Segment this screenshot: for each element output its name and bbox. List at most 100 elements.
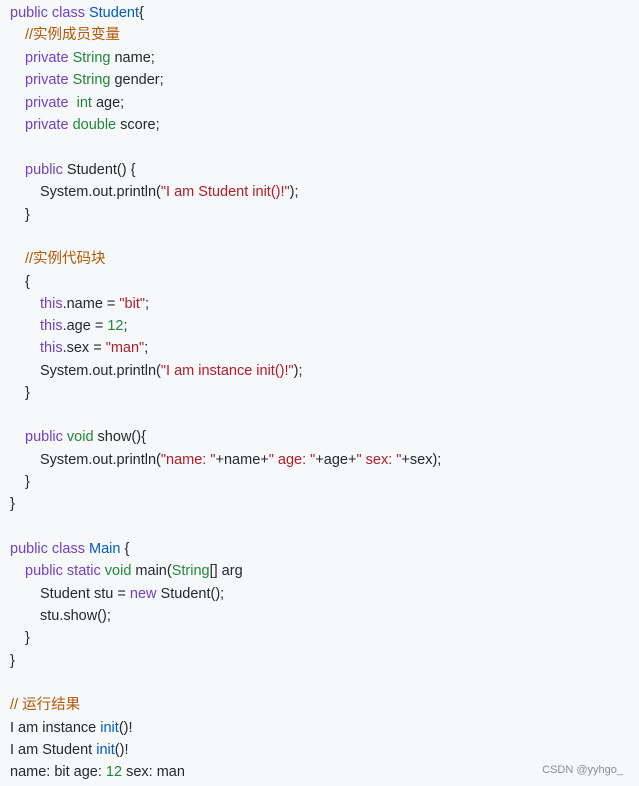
code-text: Student(); [156, 586, 225, 602]
code-line: private String name; [25, 49, 155, 67]
type: void [66, 429, 94, 445]
number: 12 [105, 764, 123, 780]
keyword: public class [10, 5, 89, 21]
code-line: public class Student{ [10, 4, 144, 22]
string: " sex: " [356, 452, 402, 468]
comment: //实例代码块 [25, 251, 106, 267]
code-line: System.out.println("I am instance init()… [40, 362, 303, 380]
string: "man" [105, 340, 145, 356]
code-text: } [10, 496, 15, 512]
keyword: private [25, 117, 73, 133]
code-line: // 运行结果 [10, 696, 80, 714]
code-text: .sex = [62, 340, 106, 356]
code-text: ()! [114, 742, 129, 758]
code-text: name; [110, 50, 155, 66]
code-text: System.out.println( [40, 452, 161, 468]
code-line: public static void main(String[] arg [25, 562, 243, 580]
code-line: //实例成员变量 [25, 26, 120, 44]
type: double [72, 117, 117, 133]
code-text: +age+ [315, 452, 357, 468]
keyword: this [40, 296, 63, 312]
keyword: new [129, 586, 157, 602]
type: int [76, 95, 92, 111]
code-line: } [10, 495, 15, 513]
code-line: private double score; [25, 116, 160, 134]
code-text: .name = [62, 296, 120, 312]
code-text: ; [144, 340, 149, 356]
code-line: } [25, 206, 30, 224]
code-line: public Student() { [25, 161, 135, 179]
code-text: } [10, 653, 15, 669]
code-text: age; [91, 95, 125, 111]
code-line: private String gender; [25, 71, 164, 89]
type: String [72, 50, 111, 66]
code-text: System.out.println( [40, 184, 161, 200]
code-text: ; [123, 318, 128, 334]
code-line: System.out.println("name: "+name+" age: … [40, 451, 441, 469]
code-text: ); [293, 363, 303, 379]
code-line: //实例代码块 [25, 250, 106, 268]
code-line: I am instance init()! [10, 719, 133, 737]
watermark: CSDN @yyhgo_ [542, 764, 623, 776]
keyword: public [25, 162, 67, 178]
code-text: { [120, 541, 130, 557]
code-text: Student stu = [40, 586, 130, 602]
string: "bit" [119, 296, 146, 312]
code-line: } [25, 384, 30, 402]
code-line: } [25, 629, 30, 647]
code-text: gender; [110, 72, 164, 88]
code-line: public class Main { [10, 540, 129, 558]
keyword: this [40, 340, 63, 356]
string: " age: " [268, 452, 316, 468]
string: "I am instance init()!" [160, 363, 294, 379]
code-text: show(){ [93, 429, 146, 445]
code-text: +sex); [401, 452, 442, 468]
code-text: } [25, 385, 30, 401]
code-line: } [10, 652, 15, 670]
code-line: this.sex = "man"; [40, 339, 148, 357]
code-text: } [25, 630, 30, 646]
code-text: score; [116, 117, 160, 133]
class-name: Student [88, 5, 139, 21]
code-text: main( [131, 563, 172, 579]
code-text: } [25, 474, 30, 490]
code-text: } [25, 207, 30, 223]
code-text: init [96, 742, 115, 758]
code-line: this.age = 12; [40, 317, 128, 335]
code-line: { [25, 273, 30, 291]
code-text: init [100, 720, 119, 736]
code-line: System.out.println("I am Student init()!… [40, 183, 299, 201]
code-text: I am Student [10, 742, 97, 758]
string: "I am Student init()!" [160, 184, 290, 200]
code-text: +name+ [215, 452, 269, 468]
keyword: private [25, 72, 73, 88]
keyword: public [25, 429, 67, 445]
keyword: public static [25, 563, 105, 579]
code-text: ; [145, 296, 150, 312]
comment: // 运行结果 [10, 697, 81, 713]
code-text: { [25, 274, 30, 290]
keyword: this [40, 318, 63, 334]
code-line: public void show(){ [25, 428, 146, 446]
code-text: ()! [118, 720, 133, 736]
code-line: private int age; [25, 94, 124, 112]
class-name: Main [88, 541, 121, 557]
string: "name: " [160, 452, 216, 468]
code-line: name: bit age: 12 sex: man [10, 763, 185, 781]
code-line: I am Student init()! [10, 741, 128, 759]
comment: //实例成员变量 [25, 27, 121, 43]
code-text: .age = [62, 318, 108, 334]
keyword: public class [10, 541, 89, 557]
type: String [171, 563, 210, 579]
code-text: sex: man [122, 764, 185, 780]
code-text: stu.show(); [40, 608, 111, 624]
code-text: name: bit age: [10, 764, 106, 780]
code-line: } [25, 473, 30, 491]
code-text: I am instance [10, 720, 101, 736]
keyword: private [25, 50, 73, 66]
type: void [104, 563, 132, 579]
code-text: Student() { [66, 162, 136, 178]
code-text: System.out.println( [40, 363, 161, 379]
code-line: this.name = "bit"; [40, 295, 149, 313]
